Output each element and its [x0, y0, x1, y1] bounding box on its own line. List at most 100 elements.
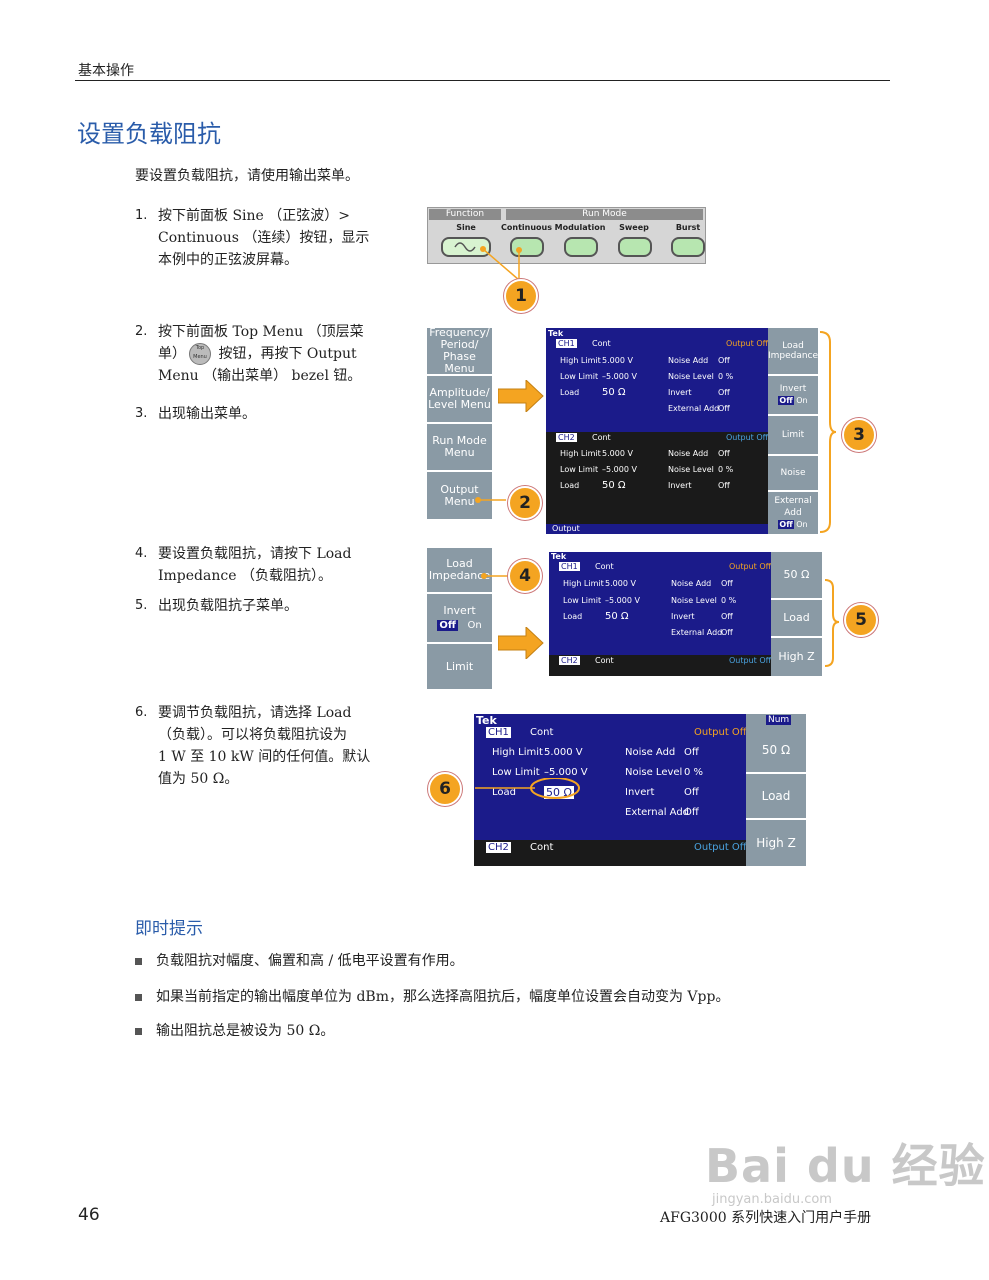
load-option[interactable]: Load [746, 774, 806, 820]
load-value-field[interactable]: 50 Ω [544, 786, 574, 799]
continuous-label: Continuous [501, 223, 552, 232]
step-number: 5. [135, 598, 148, 613]
noise-menu-item[interactable]: Noise [768, 456, 818, 492]
bullet-icon [135, 1027, 142, 1035]
tip-item: 输出阻抗总是被设为 50 Ω。 [135, 1020, 334, 1040]
load-label: Load [560, 388, 580, 397]
ch2-low-limit-label: Low Limit [560, 465, 599, 474]
invert-off-toggle[interactable]: Off [778, 396, 794, 405]
tip-item: 如果当前指定的输出幅度单位为 dBm，那么选择高阻抗后，幅度单位设置会自动变为 … [135, 986, 729, 1006]
ch1-output-status: Output Off [729, 562, 772, 571]
invert-value: Off [721, 612, 733, 621]
page-header: 基本操作 [78, 63, 134, 79]
ch2-badge: CH2 [486, 842, 511, 853]
step-3: 3.出现输出菜单。 [135, 403, 395, 425]
watermark-url: jingyan.baidu.com [712, 1192, 832, 1207]
ch1-badge: CH1 [556, 339, 577, 348]
invert-label: Invert [671, 612, 695, 621]
load-50-ohm-option[interactable]: 50 Ω [746, 728, 806, 774]
low-limit-value: –5.000 V [605, 596, 640, 605]
amplitude-menu-item[interactable]: Amplitude/ Level Menu [427, 376, 492, 424]
high-limit-value: 5.000 V [602, 356, 633, 365]
low-limit-label: Low Limit [560, 372, 599, 381]
invert-value: Off [684, 787, 699, 798]
ch1-mode: Cont [595, 562, 614, 571]
modulation-button[interactable] [564, 237, 598, 257]
invert-label: Invert [668, 388, 692, 397]
high-z-button[interactable]: High Z [778, 650, 815, 663]
ch2-noise-add-value: Off [718, 449, 730, 458]
step-line: 按下前面板 Top Menu （顶层菜 [158, 324, 364, 340]
tek-logo: Tek [548, 329, 564, 338]
num-indicator: Num [746, 714, 806, 728]
invert-value: Off [718, 388, 730, 397]
callout-3: 3 [842, 418, 876, 452]
high-z-option[interactable]: High Z [756, 836, 796, 850]
noise-level-value: 0 % [721, 596, 737, 605]
ch2-badge: CH2 [556, 433, 577, 442]
bullet-icon [135, 957, 142, 965]
step-line: （负载）。可以将负载阻抗设为 [158, 727, 347, 743]
high-limit-label: High Limit [560, 356, 601, 365]
step-text-part: 单） [158, 346, 186, 362]
step-number: 1. [135, 208, 148, 223]
ch2-load-value: 50 Ω [602, 480, 626, 491]
step-line: 要调节负载阻抗，请选择 Load [158, 705, 352, 721]
load-impedance-button[interactable]: Load Impedance [427, 548, 492, 594]
callout-2: 2 [508, 486, 542, 520]
sine-button[interactable] [441, 237, 491, 257]
arrow-icon [498, 627, 544, 659]
ch2-output-status: Output Off [729, 656, 772, 665]
step-line: 值为 50 Ω。 [158, 771, 239, 787]
external-add-off-toggle[interactable]: Off [778, 520, 794, 529]
ch2-invert-label: Invert [668, 481, 692, 490]
load-50-ohm-button[interactable]: 50 Ω [771, 552, 822, 600]
invert-button-on[interactable]: On [467, 619, 482, 631]
runmode-menu-item[interactable]: Run Mode Menu [427, 424, 492, 472]
ch1-output-status: Output Off [694, 727, 747, 738]
burst-button[interactable] [671, 237, 705, 257]
step-text-part: 按钮，再按下 Output [214, 346, 357, 362]
sweep-button[interactable] [618, 237, 652, 257]
top-menu-button-icon: Top Menu [189, 343, 211, 365]
bracket-3 [819, 331, 837, 533]
high-limit-label: High Limit [563, 579, 604, 588]
invert-label: Invert [625, 787, 655, 798]
header-rule [75, 80, 890, 81]
limit-menu-item[interactable]: Limit [768, 416, 818, 456]
step-line: 出现负载阻抗子菜单。 [158, 598, 298, 614]
load-adjust-menu-column: 50 Ω Load High Z [746, 728, 806, 866]
frequency-menu-item[interactable]: Frequency/ Period/ Phase Menu [427, 327, 492, 376]
load-menu-column: 50 Ω Load High Z [771, 552, 822, 676]
modulation-label: Modulation [554, 223, 606, 232]
high-limit-value: 5.000 V [544, 747, 583, 758]
screen-output-menu: Tek CH1 Cont Output Off High Limit 5.000… [546, 328, 768, 534]
load-impedance-menu-item[interactable]: Load Impedance [768, 328, 818, 376]
intro-text: 要设置负载阻抗，请使用输出菜单。 [135, 168, 359, 184]
limit-button[interactable]: Limit [445, 659, 474, 673]
callout-leader-6 [475, 778, 580, 799]
external-add-menu-label: External Add [774, 496, 812, 518]
ch2-noise-level-value: 0 % [718, 465, 734, 474]
step-number: 6. [135, 705, 148, 720]
external-add-value: Off [684, 807, 699, 818]
ch2-mode: Cont [530, 842, 554, 853]
page-title: 设置负载阻抗 [77, 120, 221, 148]
step-line: 单）Top Menu 按钮，再按下 Output [158, 343, 364, 365]
ch1-output-status: Output Off [726, 339, 769, 348]
invert-on-toggle[interactable]: On [796, 396, 808, 405]
invert-button-off[interactable]: Off [437, 619, 458, 631]
tip-text: 如果当前指定的输出幅度单位为 dBm，那么选择高阻抗后，幅度单位设置会自动变为 … [156, 989, 730, 1005]
load-button[interactable]: Load [771, 600, 822, 638]
ch1-mode: Cont [592, 339, 611, 348]
step-text: 出现输出菜单。 [158, 403, 256, 425]
external-add-on-toggle[interactable]: On [796, 520, 808, 529]
output-menu-item[interactable]: Output Menu [440, 482, 479, 508]
sine-label: Sine [456, 223, 476, 232]
